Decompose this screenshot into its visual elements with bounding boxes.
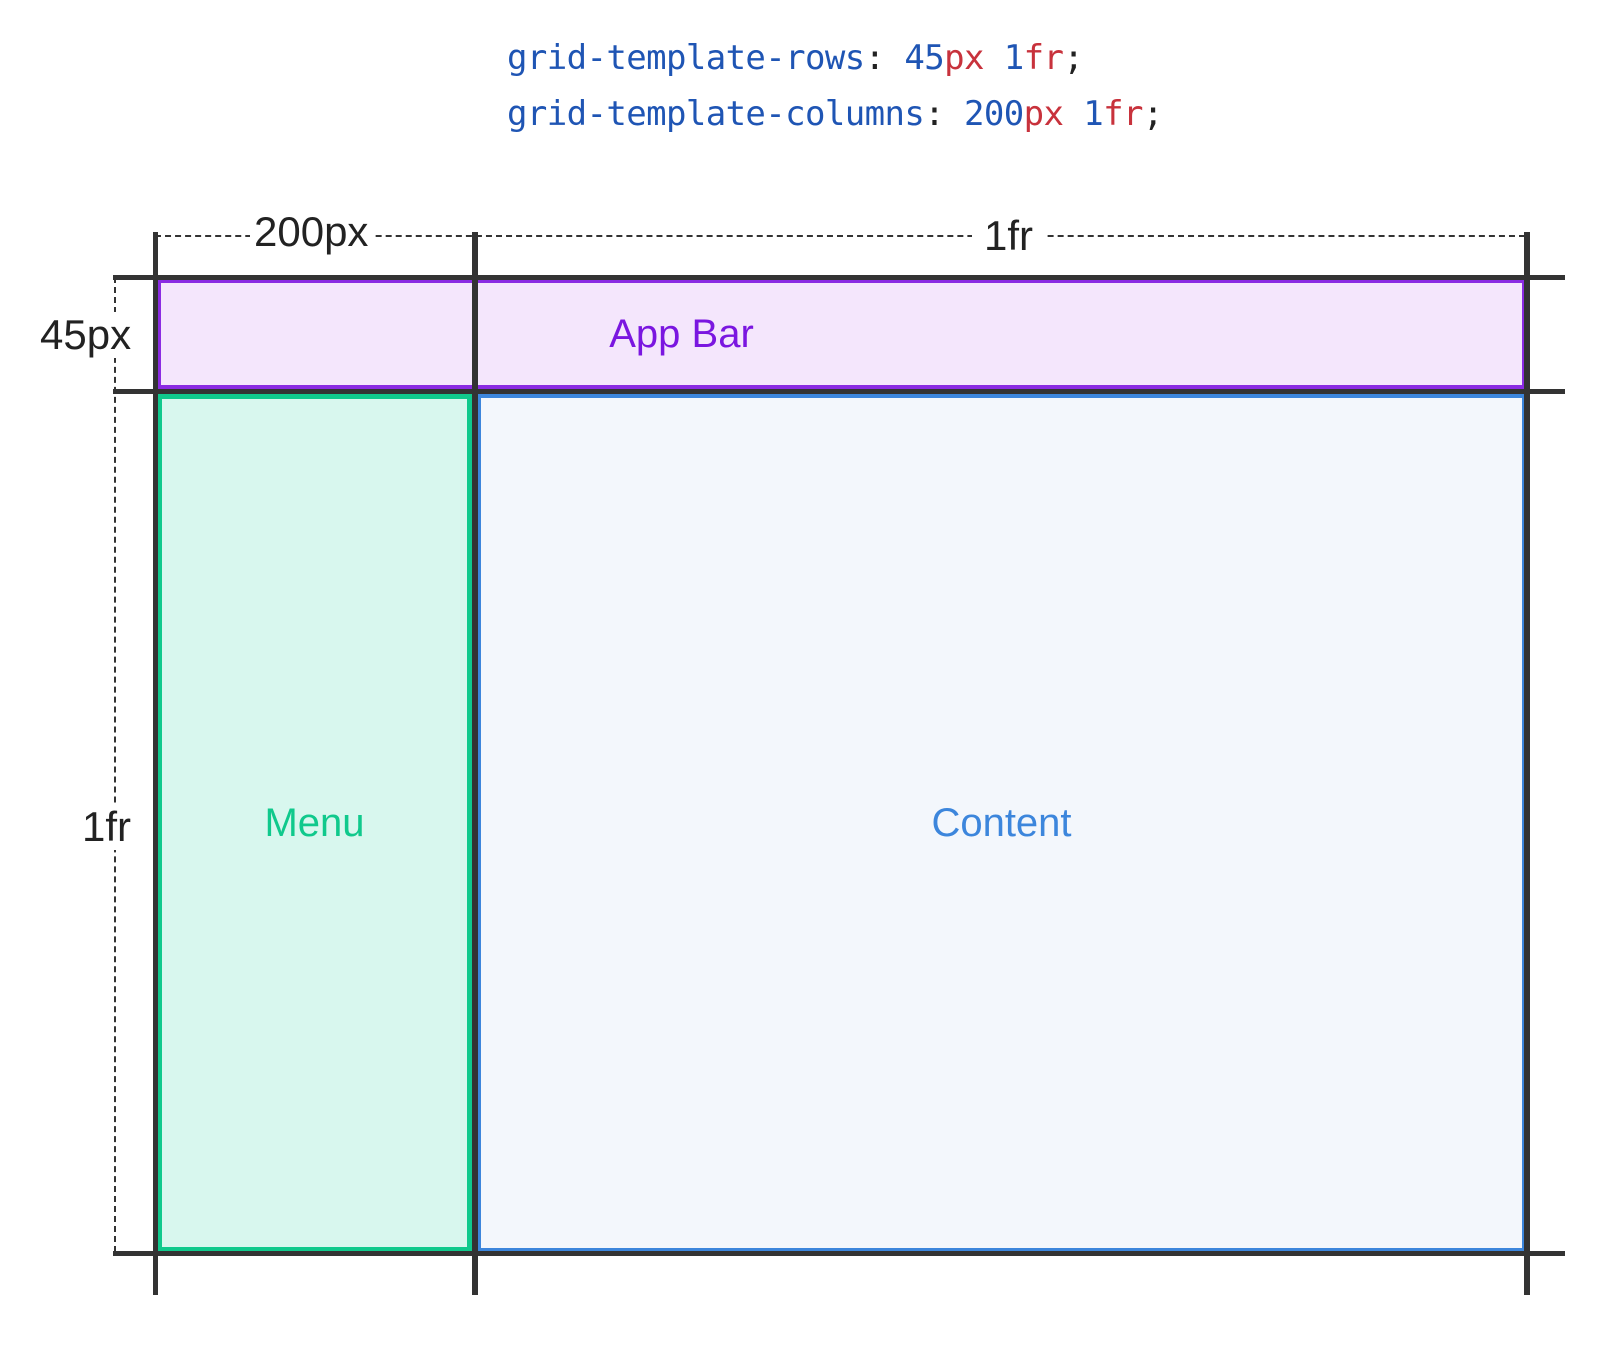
column-2-size-label: 1fr bbox=[972, 213, 1046, 259]
code-unit: fr bbox=[1023, 38, 1064, 78]
column-width-guide bbox=[155, 235, 1525, 237]
code-number: 1 bbox=[1083, 94, 1104, 134]
column-1-size-label: 200px bbox=[250, 209, 373, 255]
code-unit: fr bbox=[1103, 94, 1143, 134]
code-colon: : bbox=[924, 94, 945, 134]
code-line-columns: grid-template-columns: 200px 1fr; bbox=[507, 94, 1163, 134]
code-property: grid-template-rows bbox=[507, 38, 865, 78]
code-number: 200 bbox=[964, 94, 1024, 134]
menu-label: Menu bbox=[264, 800, 365, 845]
code-unit: px bbox=[1023, 94, 1064, 134]
content-cell: Content bbox=[477, 394, 1526, 1252]
column-line-3 bbox=[1524, 232, 1530, 1295]
code-number: 45 bbox=[904, 38, 945, 78]
column-line-2 bbox=[472, 232, 478, 1295]
code-property: grid-template-columns bbox=[507, 94, 925, 134]
app-bar-label: App Bar bbox=[609, 311, 754, 356]
column-line-1 bbox=[153, 232, 158, 1295]
code-line-rows: grid-template-rows: 45px 1fr; bbox=[507, 38, 1084, 78]
menu-cell: Menu bbox=[157, 394, 472, 1252]
row-2-size-label: 1fr bbox=[80, 803, 134, 850]
code-semicolon: ; bbox=[1063, 38, 1084, 78]
code-number: 1 bbox=[1003, 38, 1024, 78]
row-line-2 bbox=[113, 389, 1565, 394]
row-1-size-label: 45px bbox=[38, 311, 134, 358]
code-colon: : bbox=[864, 38, 885, 78]
code-semicolon: ; bbox=[1142, 94, 1163, 134]
code-unit: px bbox=[944, 38, 984, 78]
row-line-1 bbox=[113, 275, 1565, 280]
row-height-guide bbox=[114, 277, 116, 1252]
content-label: Content bbox=[931, 800, 1072, 845]
app-bar-cell: App Bar bbox=[157, 279, 1526, 389]
row-line-3 bbox=[113, 1251, 1565, 1256]
